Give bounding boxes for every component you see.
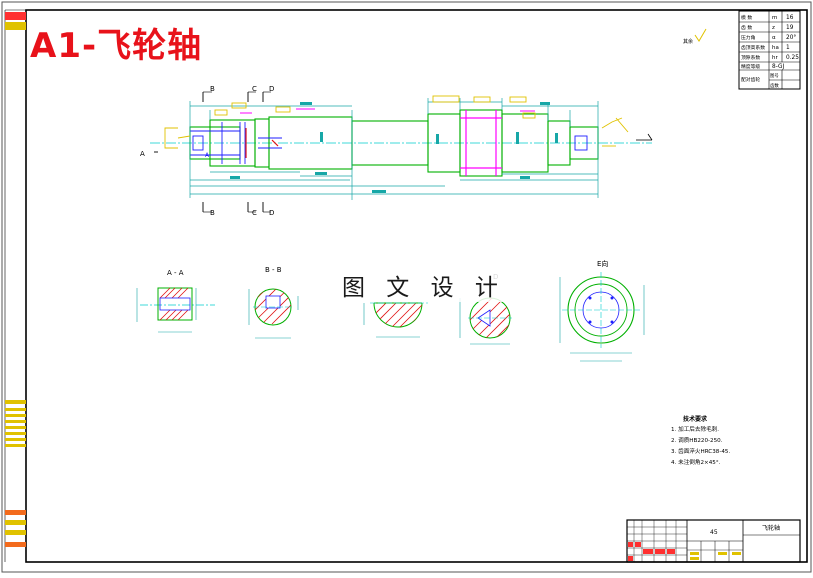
param-value-0: 16 (786, 15, 794, 21)
cut-marker-a-left: A (140, 150, 145, 158)
param-value-2: 20° (786, 35, 796, 41)
cut-marker-b-top: B (210, 85, 215, 93)
cut-marker-c-bottom: C (252, 209, 257, 217)
section-cut-markers: B B C C D D A A (140, 85, 274, 217)
param-mating-label: 配对齿轮 (741, 76, 760, 83)
drawing-title: A1-飞轮轴 (30, 26, 203, 66)
cut-marker-d-top: D (269, 85, 274, 93)
view-e-label: E向 (597, 259, 608, 268)
param-name-1: 齿 数 (741, 24, 752, 31)
section-aa-label: A - A (167, 269, 184, 277)
annotation-leaders (164, 95, 629, 149)
param-symbol-0: m (772, 15, 777, 21)
section-aa: A - A (136, 269, 215, 333)
cut-marker-b-bottom: B (210, 209, 215, 217)
param-mating-sub-1: 齿数 (770, 82, 779, 89)
cut-marker-c-top: C (252, 85, 257, 93)
param-value-1: 19 (786, 25, 794, 31)
notes-heading: 技术要求 (683, 415, 708, 423)
cut-marker-d-bottom: D (269, 209, 274, 217)
shaft-dimensions (189, 98, 599, 200)
param-name-5: 精度等级 (741, 63, 760, 70)
left-margin-strip (4, 9, 26, 562)
parameter-rows: 模 数 m 16 齿 数 z 19 压力角 α 20° 齿顶高系数 ha 1 顶隙系数 hr 0.25 精度等… (741, 14, 799, 89)
param-symbol-3: ha (772, 45, 779, 51)
title-block: 45 飞轮轴 (626, 519, 801, 563)
parameter-table (738, 10, 801, 90)
note-2: 2. 调质HB220-250. (671, 436, 723, 444)
watermark-text: 图 文 设 计 (338, 268, 509, 302)
param-symbol-1: z (772, 25, 775, 31)
param-name-4: 顶隙系数 (741, 54, 760, 61)
note-4: 4. 未注倒角2×45°. (671, 458, 721, 466)
roughness-other-label: 其余 (683, 38, 693, 45)
param-value-5: 8-GJ (772, 64, 784, 70)
param-value-4: 0.25 (786, 55, 799, 61)
param-mating-sub-0: 图号 (770, 73, 779, 79)
shaft-main-view (150, 108, 652, 177)
cut-marker-a-right: A (205, 152, 210, 159)
roughness-symbol (694, 28, 707, 42)
note-1: 1. 加工后去除毛刺. (671, 425, 719, 433)
drawing-frame (25, 9, 808, 563)
section-bb-label: B - B (265, 266, 282, 274)
param-symbol-2: α (772, 35, 776, 41)
dimension-value-marks (230, 102, 558, 193)
param-name-2: 压力角 (741, 34, 756, 41)
param-name-0: 模 数 (741, 14, 752, 21)
view-e: E向 (559, 259, 645, 362)
title-block-part-name: 飞轮轴 (762, 524, 780, 532)
param-value-3: 1 (786, 45, 790, 51)
technical-notes: 技术要求 1. 加工后去除毛刺. 2. 调质HB220-250. 3. 齿面淬火… (671, 415, 730, 466)
section-bb: B - B (248, 266, 299, 339)
view-direction-arrow (636, 133, 653, 141)
note-3: 3. 齿面淬火HRC38-45. (671, 447, 730, 455)
title-block-material: 45 (710, 529, 718, 536)
param-name-3: 齿顶高系数 (741, 44, 765, 51)
param-symbol-4: hr (772, 55, 778, 61)
